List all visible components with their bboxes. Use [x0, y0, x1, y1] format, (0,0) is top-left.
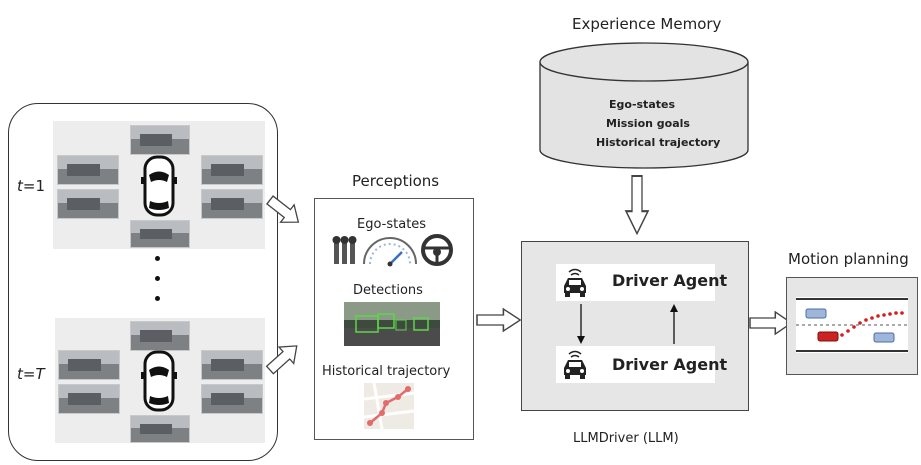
- timestep-label-last: t=T: [17, 365, 45, 383]
- car-top-view-icon: [141, 155, 177, 217]
- camera-back-left: [58, 384, 120, 414]
- ego-states-label: Ego-states: [357, 217, 427, 232]
- camera-back-left: [57, 189, 119, 219]
- motion-planning-scene: [796, 297, 908, 353]
- driver-agent-label: Driver Agent: [612, 355, 728, 374]
- surround-view-tT: [55, 318, 265, 443]
- camera-front: [130, 125, 190, 155]
- camera-front-left: [58, 350, 120, 380]
- camera-back-right: [201, 189, 263, 219]
- camera-front-right: [201, 155, 263, 185]
- ego-car-icon: [817, 331, 839, 342]
- arrow-camera-to-perception: [262, 190, 306, 232]
- memory-title: Experience Memory: [572, 15, 722, 33]
- agent-car-icon: [564, 350, 586, 379]
- arrow-perception-to-llm: [476, 308, 521, 332]
- agent-loop-arrows: [577, 304, 678, 344]
- memory-item: Historical trajectory: [596, 136, 721, 149]
- camera-front-right: [201, 350, 263, 380]
- detections-image: [344, 302, 440, 346]
- perceptions-title: Perceptions: [352, 172, 440, 190]
- trajectory-map-image: [364, 383, 414, 429]
- ellipsis-dot: [155, 296, 160, 301]
- arrow-memory-to-llm: [624, 174, 650, 235]
- memory-item: Ego-states: [609, 98, 676, 111]
- motion-planning-title: Motion planning: [788, 250, 909, 268]
- historical-trajectory-label: Historical trajectory: [322, 364, 451, 379]
- ellipsis-dot: [155, 256, 160, 261]
- car-top-view-icon: [141, 350, 177, 412]
- agent-car-icon: [564, 268, 586, 297]
- camera-back-right: [201, 384, 263, 414]
- llm-caption: LLMDriver (LLM): [573, 431, 679, 446]
- driver-agent-label: Driver Agent: [612, 271, 728, 290]
- ego-states-icons: [332, 234, 453, 267]
- camera-input-panel: [8, 103, 278, 461]
- arrow-camera-to-perception: [261, 337, 305, 379]
- camera-back: [130, 220, 190, 248]
- other-car-icon: [805, 308, 827, 319]
- other-car-icon: [873, 332, 895, 343]
- detections-label: Detections: [353, 283, 423, 298]
- camera-back: [130, 415, 190, 443]
- ellipsis-dot: [155, 276, 160, 281]
- surround-view-t1: [53, 121, 265, 249]
- camera-front-left: [57, 155, 119, 185]
- memory-database-cylinder: [539, 42, 749, 169]
- memory-item: Mission goals: [606, 117, 690, 130]
- timestep-label-first: t=1: [17, 177, 46, 195]
